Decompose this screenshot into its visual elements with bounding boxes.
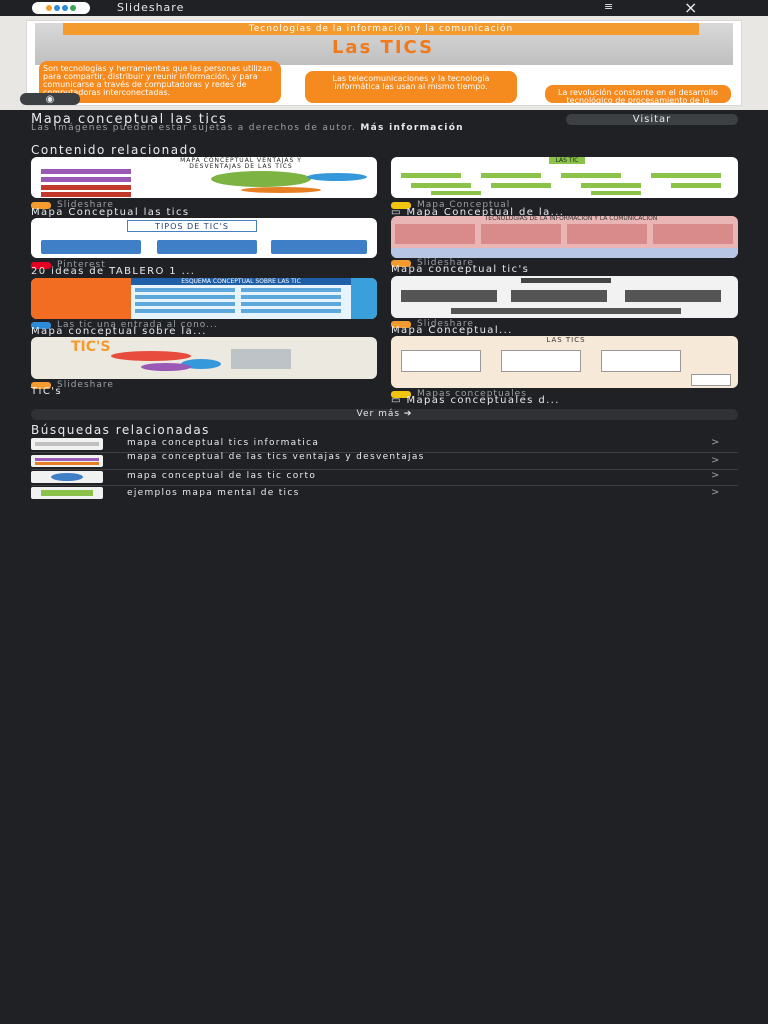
card-source-label: Slideshare <box>417 319 474 329</box>
lens-button[interactable]: ◉ <box>20 93 80 105</box>
card-thumbnail: TIC'S <box>31 337 377 379</box>
card-source-label: Mapa Conceptual <box>417 200 511 210</box>
see-more-button[interactable]: Ver más ➔ <box>31 409 738 420</box>
related-search-text: mapa conceptual de las tic corto <box>127 471 317 481</box>
preview-image[interactable]: Tecnologías de la información y la comun… <box>0 16 768 110</box>
card-source-label: Slideshare <box>57 380 114 390</box>
thumb-title: TECNOLOGÍAS DE LA INFORMACIÓN Y LA COMUN… <box>484 216 658 222</box>
arrow-right-icon: ➔ <box>403 409 413 419</box>
copyright-notice: Las imágenes pueden estar sujetas a dere… <box>31 124 671 133</box>
preview-box-center: Las telecomunicaciones y la tecnología i… <box>305 71 517 103</box>
source-favicon-icon <box>391 390 411 398</box>
chevron-right-icon: > <box>711 487 720 498</box>
thumb-title: LAS TICS <box>546 336 586 344</box>
see-more-label: Ver más <box>356 409 401 419</box>
card-caption-label: Mapas conceptuales d... <box>406 395 560 406</box>
card-thumbnail: TECNOLOGÍAS DE LA INFORMACIÓN Y LA COMUN… <box>391 216 738 258</box>
thumb-title: MAPA CONCEPTUAL VENTAJAS Y DESVENTAJAS D… <box>180 157 302 170</box>
result-title[interactable]: Mapa conceptual las tics <box>31 112 228 127</box>
source-favicon-icon <box>391 259 411 267</box>
close-icon[interactable]: × <box>684 0 698 17</box>
card-source-label: Las tic una entrada al cono... <box>57 320 218 330</box>
chevron-right-icon: > <box>711 470 720 481</box>
card-source: Slideshare <box>31 380 114 390</box>
related-content-heading: Contenido relacionado <box>31 143 198 157</box>
card-source: Pinterest <box>31 260 106 270</box>
card-caption-label: Mapa Conceptual de la... <box>406 207 565 218</box>
lens-icon: ◉ <box>45 93 55 105</box>
preview-banner-title: Tecnologías de la información y la comun… <box>63 23 699 35</box>
source-favicon-icon <box>31 201 51 209</box>
source-favicon-icon <box>31 321 51 329</box>
menu-icon[interactable]: ≡ <box>604 0 614 13</box>
related-search-thumbnail <box>31 487 103 499</box>
card-source: Mapas conceptuales <box>391 389 527 399</box>
card-caption[interactable]: Mapa Conceptual... <box>391 325 513 336</box>
card-source: Slideshare <box>391 258 474 268</box>
site-name[interactable]: Slideshare <box>117 1 185 14</box>
card-caption[interactable]: Mapa conceptual tic's <box>391 264 530 275</box>
card-source-label: Slideshare <box>57 200 114 210</box>
more-info-link[interactable]: Más información <box>360 123 464 133</box>
card-source: Slideshare <box>31 200 114 210</box>
source-favicon-icon <box>391 320 411 328</box>
card-source: Las tic una entrada al cono... <box>31 320 218 330</box>
card-source-label: Mapas conceptuales <box>417 389 527 399</box>
thumb-title: LAS TIC <box>549 157 585 164</box>
chevron-right-icon: > <box>711 455 720 466</box>
card-thumbnail: MAPA CONCEPTUAL VENTAJAS Y DESVENTAJAS D… <box>31 157 377 198</box>
site-logo[interactable] <box>32 2 90 14</box>
thumb-title: ESQUEMA CONCEPTUAL SOBRE LAS TIC <box>131 278 351 285</box>
external-link-icon: ▭ <box>391 395 407 406</box>
source-favicon-icon <box>31 261 51 269</box>
card-thumbnail: LAS TICS <box>391 336 738 388</box>
related-search-row[interactable]: ejemplos mapa mental de tics > <box>31 486 738 502</box>
related-search-text: ejemplos mapa mental de tics <box>127 488 300 498</box>
card-caption[interactable]: Mapa conceptual sobre la... <box>31 326 207 337</box>
source-favicon-icon <box>31 381 51 389</box>
external-link-icon: ▭ <box>391 207 407 218</box>
card-thumbnail: LAS TIC <box>391 157 738 198</box>
card-thumbnail: TIPOS DE TIC'S <box>31 218 377 258</box>
related-searches-heading: Búsquedas relacionadas <box>31 423 210 437</box>
related-search-thumbnail <box>31 471 103 483</box>
visit-button[interactable]: Visitar <box>566 114 738 125</box>
related-search-text: mapa conceptual tics informatica <box>127 438 320 448</box>
related-search-text: mapa conceptual de las tics ventajas y d… <box>127 452 425 462</box>
chevron-right-icon: > <box>711 437 720 448</box>
related-search-thumbnail <box>31 455 103 467</box>
copyright-text: Las imágenes pueden estar sujetas a dere… <box>31 123 357 133</box>
card-source: Slideshare <box>391 319 474 329</box>
card-caption[interactable]: ▭ Mapa Conceptual de la... <box>391 207 564 218</box>
card-caption[interactable]: TIC's <box>31 386 62 397</box>
card-caption[interactable]: 20 ideas de TABLERO 1 ... <box>31 266 196 277</box>
top-bar: Slideshare ≡ × <box>0 0 768 17</box>
preview-big-title: Las TICS <box>331 37 435 58</box>
preview-box-right: La revolución constante en el desarrollo… <box>545 85 731 103</box>
preview-image-content: Tecnologías de la información y la comun… <box>26 20 742 106</box>
related-search-row[interactable]: mapa conceptual de las tics ventajas y d… <box>31 453 738 470</box>
card-caption[interactable]: Mapa Conceptual las tics <box>31 207 190 218</box>
card-thumbnail: ESQUEMA CONCEPTUAL SOBRE LAS TIC <box>31 278 377 319</box>
card-thumbnail <box>391 276 738 318</box>
related-search-thumbnail <box>31 438 103 450</box>
related-search-row[interactable]: mapa conceptual de las tic corto > <box>31 470 738 486</box>
source-favicon-icon <box>391 201 411 209</box>
card-source-label: Slideshare <box>417 258 474 268</box>
related-search-row[interactable]: mapa conceptual tics informatica > <box>31 437 738 453</box>
card-source: Mapa Conceptual <box>391 200 510 210</box>
thumb-title: TIPOS DE TIC'S <box>127 220 257 232</box>
card-source-label: Pinterest <box>57 260 106 270</box>
thumb-title: TIC'S <box>71 339 111 355</box>
card-caption[interactable]: ▭ Mapas conceptuales d... <box>391 395 560 406</box>
